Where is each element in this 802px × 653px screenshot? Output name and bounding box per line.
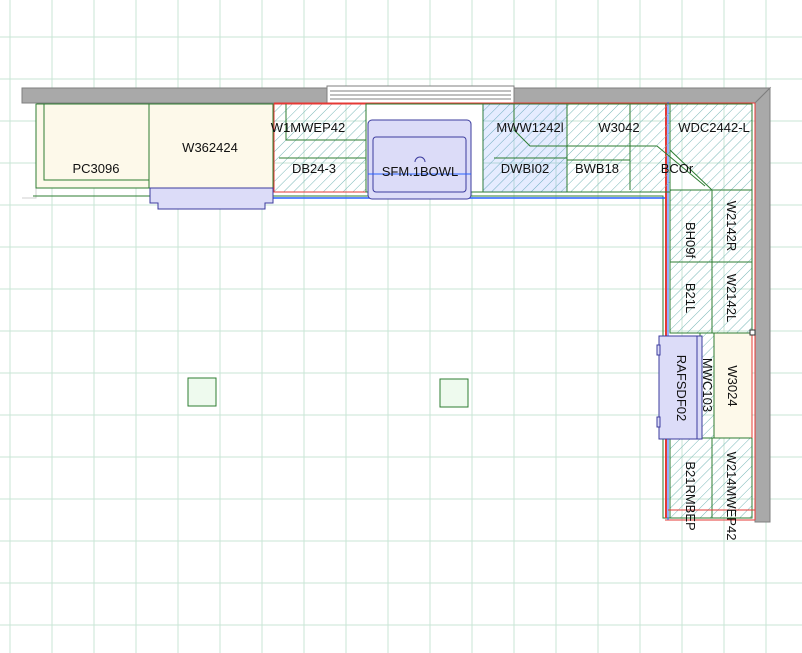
label-dwbi02: DWBI02 — [501, 161, 549, 176]
label-w2142l: W2142L — [724, 274, 739, 322]
base-cabinets-top-run — [273, 103, 753, 193]
label-db24-3: DB24-3 — [292, 161, 336, 176]
right-wall — [754, 86, 771, 523]
label-wdc2442l: WDC2442-L — [678, 120, 750, 135]
label-w362424: W362424 — [182, 140, 238, 155]
cabinet-w3024[interactable] — [713, 332, 753, 439]
cabinet-labels: PC3096 W362424 W1MWEP42 DB24-3 SFM.1BOWL… — [73, 120, 750, 540]
label-w3024: W3024 — [725, 365, 740, 406]
floor-markers — [187, 377, 469, 408]
cabinet-pc3096[interactable] — [35, 103, 150, 189]
label-mww1242: MWW1242l — [496, 120, 563, 135]
label-w214mwep42: W214MWEP42 — [724, 452, 739, 541]
cabinet-w362424[interactable] — [148, 103, 274, 189]
top-wall-right — [513, 87, 772, 104]
base-cabinets-right-run — [668, 189, 755, 519]
label-sfm-1bowl: SFM.1BOWL — [382, 164, 459, 179]
label-b21rmbep: B21RMBEP — [683, 461, 698, 530]
appliances — [149, 119, 703, 440]
floor-square-left[interactable] — [187, 377, 217, 407]
label-bco: BCOr — [661, 161, 694, 176]
label-b21l: B21L — [683, 283, 698, 313]
dishwasher-panel-w362424[interactable] — [149, 187, 274, 210]
window — [326, 85, 515, 105]
label-w1mwep42: W1MWEP42 — [271, 120, 345, 135]
top-wall-left — [21, 87, 328, 104]
range-rafsdf02[interactable] — [656, 335, 703, 440]
sink-sfm-1bowl[interactable] — [367, 119, 472, 200]
label-pc3096: PC3096 — [73, 161, 120, 176]
label-mwc103: MWC103 — [700, 358, 715, 412]
label-bh09: BH09f — [683, 222, 698, 259]
tall-cabinets — [35, 103, 756, 439]
label-w3042: W3042 — [598, 120, 639, 135]
label-rafsdf02: RAFSDF02 — [674, 355, 689, 421]
floor-square-right[interactable] — [439, 378, 469, 408]
label-w2142r: W2142R — [724, 201, 739, 252]
label-bwb18: BWB18 — [575, 161, 619, 176]
